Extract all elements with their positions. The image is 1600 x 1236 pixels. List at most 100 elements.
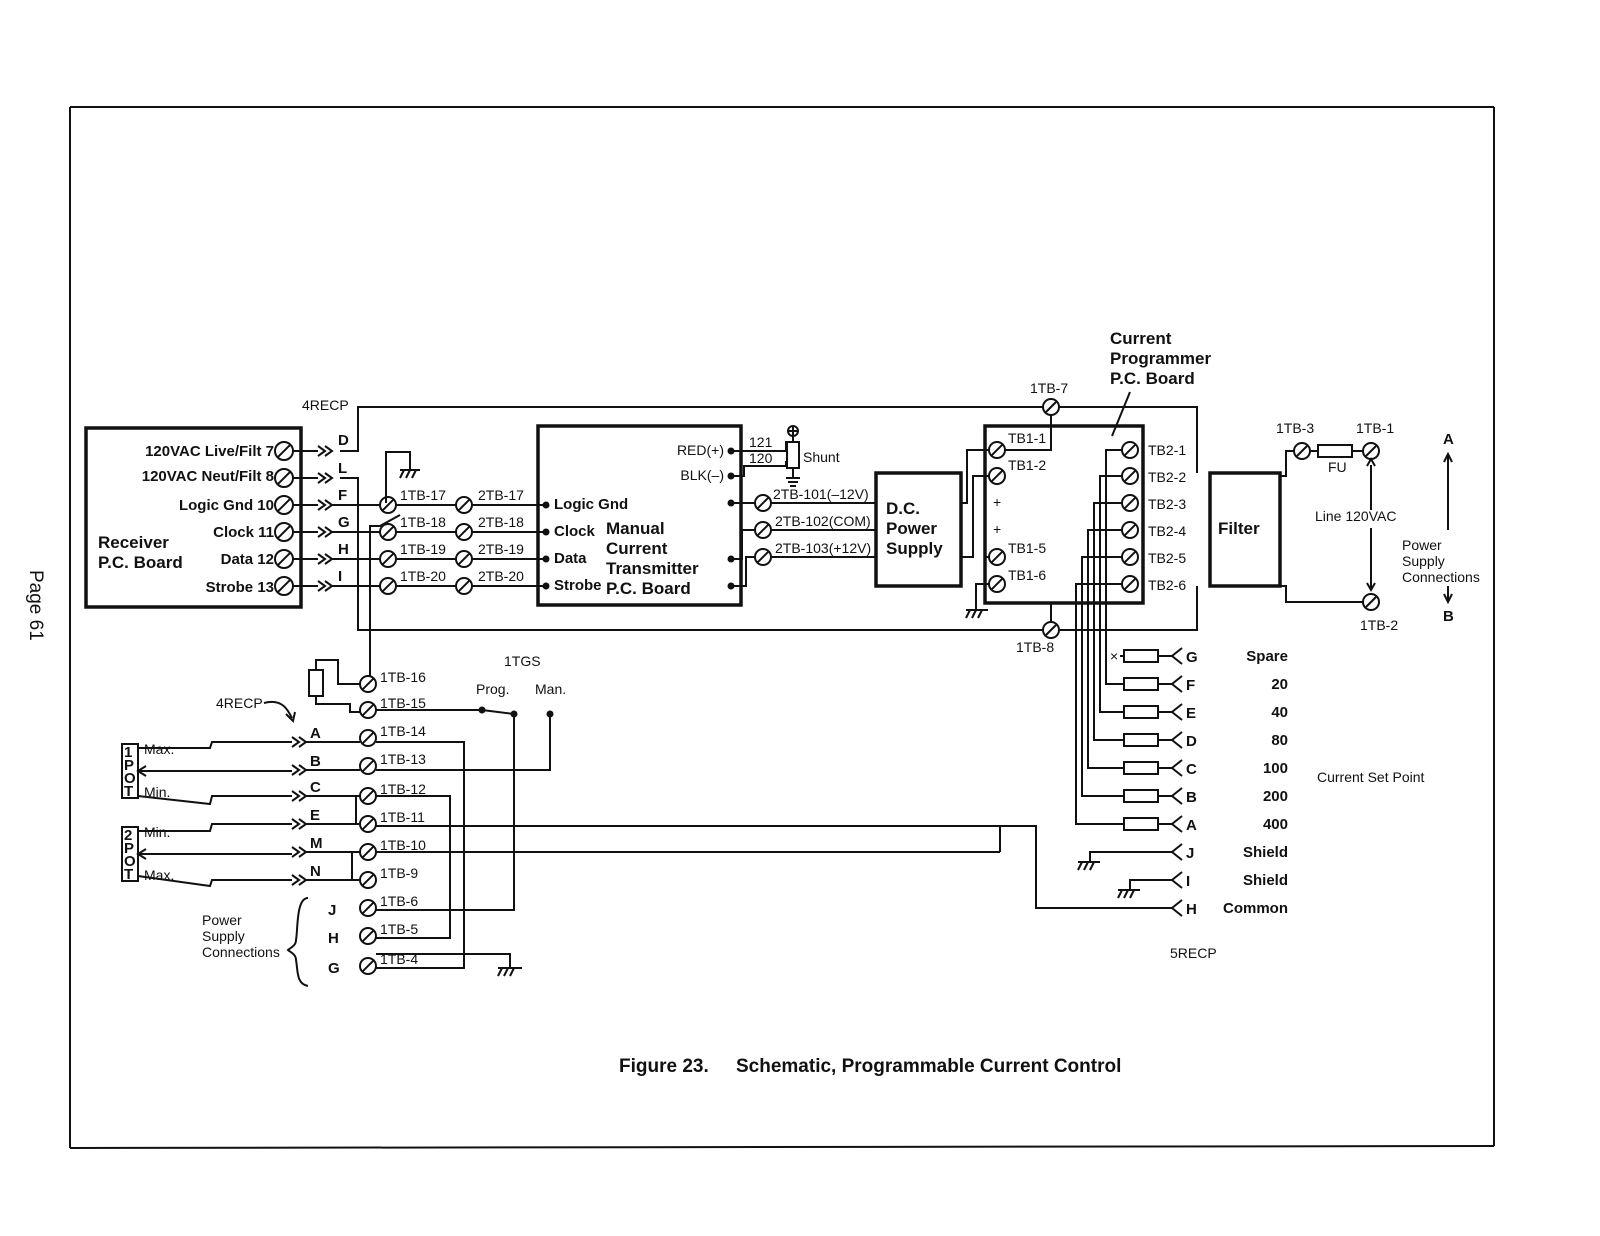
rx-term-circle-3-slash: [277, 525, 291, 539]
ladder-res-6: [1123, 817, 1159, 831]
rx-chev-0-a: [317, 445, 327, 457]
programmer-label-2: Programmer: [1110, 349, 1211, 368]
lower-term-label-2: 1TB-14: [380, 723, 426, 739]
sig-dot-0: [542, 501, 550, 509]
tb16-wire-b: [315, 696, 360, 713]
power-conn-1: Power: [1402, 537, 1442, 553]
ps-left-3: Connections: [202, 944, 280, 960]
sig-down-wire: [369, 514, 401, 680]
tb14-wire: [376, 741, 465, 969]
tb1-term-3-slash: [991, 578, 1003, 590]
tb1-5-label: TB1-5: [1008, 540, 1046, 556]
sig-2tb-2-slash: [458, 553, 470, 565]
tb1-term-1-slash: [991, 470, 1003, 482]
tb2-1-label: TB2-1: [1148, 442, 1186, 458]
tb1-4-label: +: [993, 521, 1001, 537]
tb2-18-label: 2TB-18: [478, 514, 524, 530]
term-1tb-2-slash: [1365, 596, 1377, 608]
tb2-17-label: 2TB-17: [478, 487, 524, 503]
rx-chev-5-a: [317, 580, 327, 592]
ladder-conn-9: [1170, 899, 1183, 917]
lower-term-4-slash: [362, 790, 374, 802]
tb2-2-label: TB2-2: [1148, 469, 1186, 485]
tb4-gnd-h1: [497, 967, 503, 977]
tx-out-blk: BLK(–): [680, 467, 724, 483]
term-1tb-1-slash: [1365, 445, 1377, 457]
tb4-gnd-h3: [509, 967, 515, 977]
receiver-terminals: 120VAC Live/Filt 7 120VAC Neut/Filt 8 Lo…: [142, 443, 274, 596]
ladder-conn-2: [1170, 703, 1183, 721]
lower-term-3-slash: [362, 760, 374, 772]
tb2-4-label: TB2-4: [1148, 523, 1186, 539]
rx-term-5: Data 12: [221, 551, 274, 568]
dc-wire-103: [731, 556, 876, 587]
wire-121-label: 121: [749, 434, 773, 450]
switch-blade: [481, 709, 515, 715]
rx-chev-1-a: [317, 472, 327, 484]
recp5-pin-7: J: [1186, 845, 1194, 862]
tb2-20-label: 2TB-20: [478, 568, 524, 584]
shunt-resistor: [786, 441, 800, 469]
ladder-conn-5: [1170, 787, 1183, 805]
pot1-char-2: O: [124, 770, 136, 787]
shield-i-wire: [1129, 879, 1172, 890]
tb1-18-label: 1TB-18: [400, 514, 446, 530]
sig-dot-2: [542, 555, 550, 563]
gnd-hatch-1: [399, 469, 405, 479]
term-1tb-8-slash: [1045, 624, 1057, 636]
switch-man-wire: [376, 714, 551, 771]
power-supply-brace: [286, 897, 309, 987]
pot1-char-3: T: [124, 783, 133, 800]
lower-term-2-slash: [362, 732, 374, 744]
pot2-wiper-arrow: [136, 848, 147, 860]
pot1-char-0: 1: [124, 744, 132, 761]
ladder-conn-0: [1170, 647, 1183, 665]
recp5-value-6: 400: [1263, 816, 1288, 833]
term-1tb-7-slash: [1045, 401, 1057, 413]
lower-term-1-slash: [362, 704, 374, 716]
ps-left-1: Power: [202, 912, 242, 928]
page-label: Page 61: [25, 570, 46, 641]
tb2-5-label: TB2-5: [1148, 550, 1186, 566]
pot2-min-wire: [138, 823, 292, 832]
recp5-value-1: 20: [1271, 676, 1288, 693]
programmer-label-3: P.C. Board: [1110, 369, 1195, 388]
tb2-board-terminals: [1121, 441, 1139, 593]
term-1tb-3-slash: [1296, 445, 1308, 457]
tb2-6-label: TB2-6: [1148, 577, 1186, 593]
lower-pin-8: G: [328, 960, 340, 977]
recp4-pin-d: D: [338, 432, 349, 449]
pot2-char-2: O: [124, 853, 136, 870]
fuse-label: FU: [1328, 459, 1347, 475]
tb12-11-jumper: [355, 795, 360, 825]
tb2-term-3-slash: [1124, 524, 1136, 536]
sig-1tb-0-slash: [382, 499, 394, 511]
tb2-term-0-slash: [1124, 444, 1136, 456]
pot2-char-0: 2: [124, 827, 132, 844]
recp5-label: 5RECP: [1170, 945, 1217, 961]
recp5-pin-1: F: [1186, 677, 1195, 694]
lower-term-label-9: 1TB-5: [380, 921, 418, 937]
shield-j-wire: [1089, 851, 1172, 862]
recp5-value-7: Shield: [1243, 844, 1288, 861]
lower-term-label-4: 1TB-12: [380, 781, 426, 797]
tb1-gnd-h2: [971, 609, 977, 619]
dc-wire-102: [731, 529, 876, 560]
sig-1tb-1-slash: [382, 526, 394, 538]
frame-bottom: [69, 1145, 1495, 1149]
lower-chev-4-a: [291, 846, 301, 858]
lower-chev-2-a: [291, 790, 301, 802]
filter-line-bottom: [1280, 585, 1363, 603]
tb1-1-label: TB1-1: [1008, 430, 1046, 446]
ladder-conn-7: [1170, 843, 1183, 861]
pot1-min-wire: [137, 795, 292, 806]
sig-1tb-2-slash: [382, 553, 394, 565]
dc-terminals: [754, 494, 772, 566]
ladder-conn-4: [1170, 759, 1183, 777]
dc-out-2: [961, 475, 997, 558]
rx-chev-2-a: [317, 499, 327, 511]
switch-prog: Prog.: [476, 681, 509, 697]
programmer-label-1: Current: [1110, 329, 1172, 348]
switch-prog-wire: [376, 714, 515, 911]
gnd-hatch-2: [405, 469, 411, 479]
